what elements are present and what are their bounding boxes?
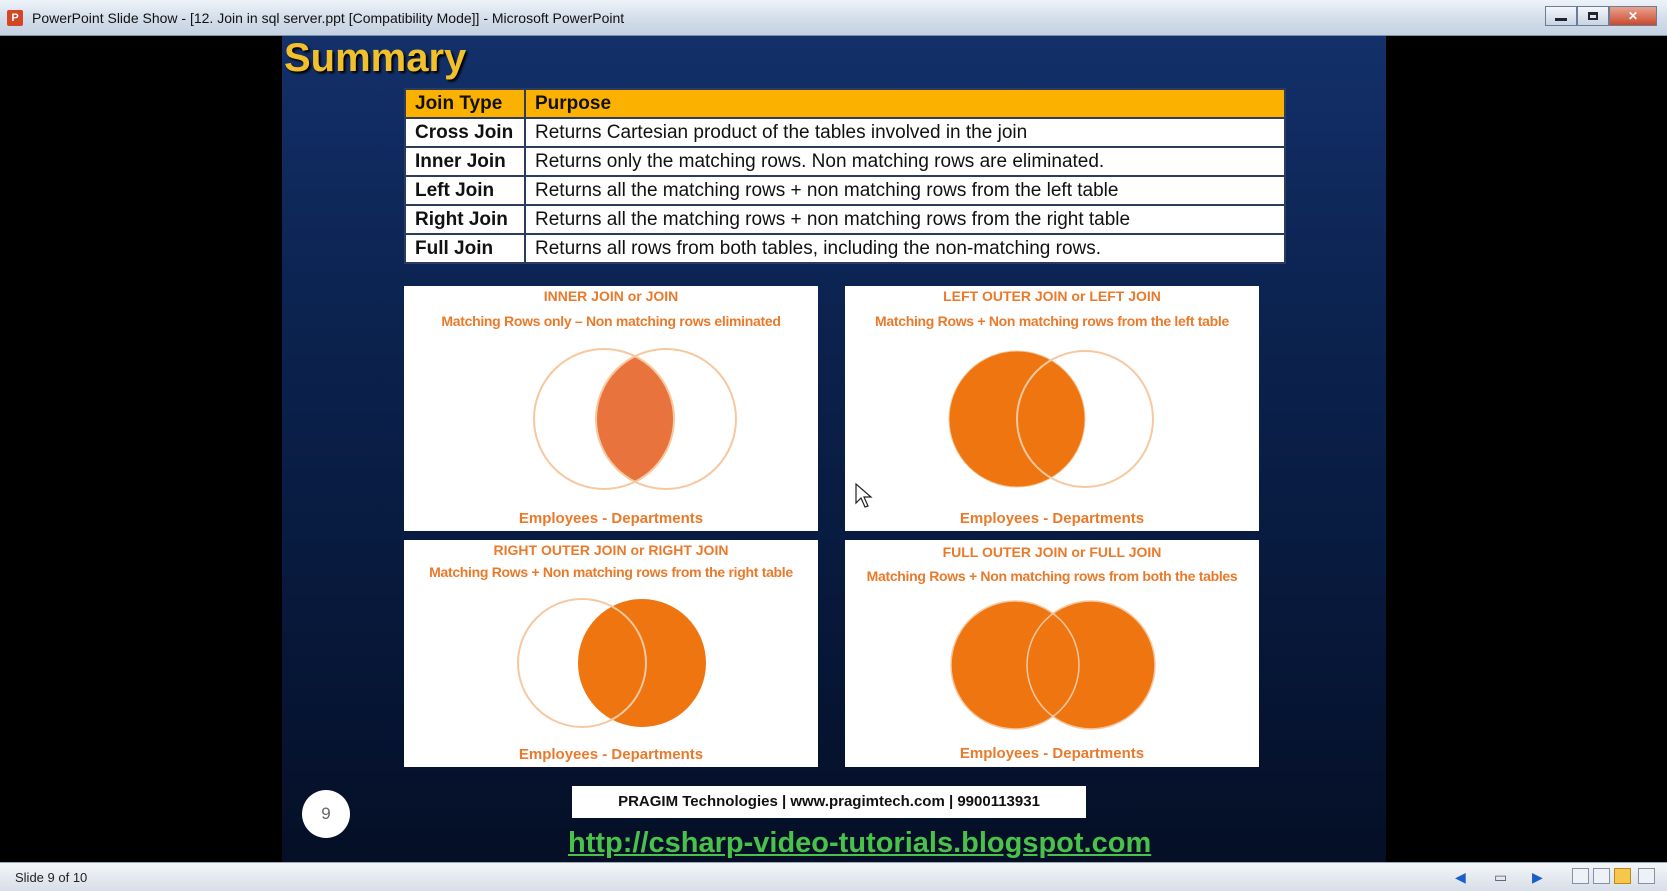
panel-subtitle: Matching Rows + Non matching rows from t… — [429, 564, 793, 580]
slide-title: Summary — [284, 36, 467, 80]
slide-number-badge: 9 — [302, 790, 350, 838]
table-header-purpose: Purpose — [524, 88, 1286, 119]
table-row: Cross Join Returns Cartesian product of … — [404, 117, 1286, 148]
purpose-cell: Returns all rows from both tables, inclu… — [524, 233, 1286, 264]
panel-title: FULL OUTER JOIN or FULL JOIN — [942, 544, 1162, 560]
slide-show-button[interactable] — [1638, 868, 1655, 884]
table-row: Full Join Returns all rows from both tab… — [404, 233, 1286, 264]
mouse-pointer-icon — [855, 483, 873, 508]
join-type-cell: Inner Join — [404, 146, 526, 177]
next-slide-icon[interactable]: ▶ — [1532, 869, 1543, 885]
panel-footer: Employees - Departments — [959, 745, 1145, 762]
purpose-cell: Returns Cartesian product of the tables … — [524, 117, 1286, 148]
panel-title: INNER JOIN or JOIN — [543, 288, 679, 304]
window-controls: ✕ — [1545, 6, 1657, 28]
minimize-icon — [1555, 17, 1567, 21]
right-join-panel: RIGHT OUTER JOIN or RIGHT JOIN Matching … — [404, 540, 818, 767]
window-titlebar: P PowerPoint Slide Show - [12. Join in s… — [0, 0, 1667, 36]
left-join-panel: LEFT OUTER JOIN or LEFT JOIN Matching Ro… — [845, 286, 1259, 531]
left-join-venn-diagram — [948, 350, 1154, 488]
venn-left-circle — [533, 348, 675, 490]
reading-view-button[interactable] — [1614, 868, 1631, 884]
table-row: Left Join Returns all the matching rows … — [404, 175, 1286, 206]
inner-join-venn-diagram — [533, 348, 737, 490]
table-header-join-type: Join Type — [404, 88, 526, 119]
purpose-cell: Returns only the matching rows. Non matc… — [524, 146, 1286, 177]
table-row: Right Join Returns all the matching rows… — [404, 204, 1286, 235]
panel-title: LEFT OUTER JOIN or LEFT JOIN — [943, 288, 1161, 304]
previous-slide-icon[interactable]: ◀ — [1455, 869, 1466, 885]
venn-left-outline — [950, 600, 1080, 730]
join-type-cell: Full Join — [404, 233, 526, 264]
full-join-panel: FULL OUTER JOIN or FULL JOIN Matching Ro… — [845, 540, 1259, 767]
minimize-button[interactable] — [1545, 6, 1577, 26]
purpose-cell: Returns all the matching rows + non matc… — [524, 175, 1286, 206]
close-icon: ✕ — [1627, 9, 1639, 23]
powerpoint-app-icon[interactable]: P — [7, 10, 23, 26]
panel-footer: Employees - Departments — [518, 510, 704, 527]
slide-menu-icon[interactable]: ▭ — [1494, 869, 1508, 885]
venn-right-circle — [1027, 601, 1155, 729]
venn-right-circle-fill — [596, 349, 674, 489]
venn-right-circle — [1016, 350, 1154, 488]
venn-left-outline — [948, 350, 1086, 488]
panel-subtitle: Matching Rows only – Non matching rows e… — [441, 313, 781, 329]
company-footer: PRAGIM Technologies | www.pragimtech.com… — [572, 786, 1086, 818]
right-join-venn-diagram — [517, 598, 706, 728]
blog-url-link[interactable]: http://csharp-video-tutorials.blogspot.c… — [568, 827, 1152, 859]
venn-right-outline — [1026, 600, 1156, 730]
venn-right-circle — [595, 348, 737, 490]
panel-footer: Employees - Departments — [959, 510, 1145, 527]
window-title: PowerPoint Slide Show - [12. Join in sql… — [32, 10, 625, 26]
join-summary-table: Join Type Purpose Cross Join Returns Car… — [404, 88, 1286, 264]
table-row: Inner Join Returns only the matching row… — [404, 146, 1286, 177]
status-bar: Slide 9 of 10 ◀ ▭ ▶ — [0, 862, 1667, 891]
panel-subtitle: Matching Rows + Non matching rows from b… — [866, 568, 1238, 584]
panel-subtitle: Matching Rows + Non matching rows from t… — [875, 313, 1229, 329]
restore-button[interactable] — [1577, 6, 1609, 26]
join-type-cell: Cross Join — [404, 117, 526, 148]
normal-view-button[interactable] — [1572, 868, 1589, 884]
join-type-cell: Left Join — [404, 175, 526, 206]
slide-canvas[interactable]: Summary Join Type Purpose Cross Join Ret… — [282, 36, 1386, 862]
restore-icon — [1588, 12, 1598, 20]
venn-left-circle — [517, 598, 647, 728]
full-join-venn-diagram — [950, 600, 1156, 730]
panel-title: RIGHT OUTER JOIN or RIGHT JOIN — [493, 542, 729, 558]
table-header-row: Join Type Purpose — [404, 88, 1286, 119]
venn-right-circle — [578, 599, 706, 727]
inner-join-panel: INNER JOIN or JOIN Matching Rows only – … — [404, 286, 818, 531]
slide-sorter-button[interactable] — [1593, 868, 1610, 884]
close-button[interactable]: ✕ — [1609, 6, 1657, 26]
slide-counter: Slide 9 of 10 — [15, 870, 88, 885]
purpose-cell: Returns all the matching rows + non matc… — [524, 204, 1286, 235]
join-type-cell: Right Join — [404, 204, 526, 235]
panel-footer: Employees - Departments — [518, 746, 704, 763]
